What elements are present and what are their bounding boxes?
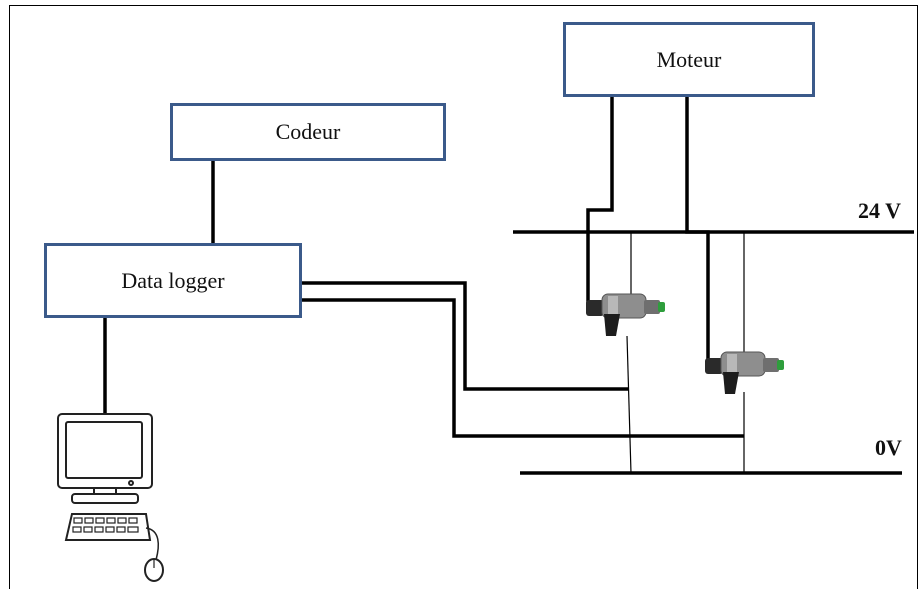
rail-24v-label: 24 V [858,198,901,223]
logger-signal-wire-2 [302,298,744,438]
computer-icon [57,413,164,582]
data-logger-box: Data logger [44,243,302,318]
rail-0v-label: 0V [875,435,902,460]
fuel-injector-icon [705,351,784,394]
moteur-box: Moteur [563,22,815,97]
thick-wires [103,97,914,475]
moteur-injector1-wire [586,97,614,306]
moteur-injector2-wire [685,97,710,365]
diagram-frame [9,5,918,589]
codeur-box: Codeur [170,103,446,161]
injector1-ground-wire [626,335,632,474]
logger-signal-wire-1 [302,281,628,391]
fuel-injector-icon [586,293,665,336]
